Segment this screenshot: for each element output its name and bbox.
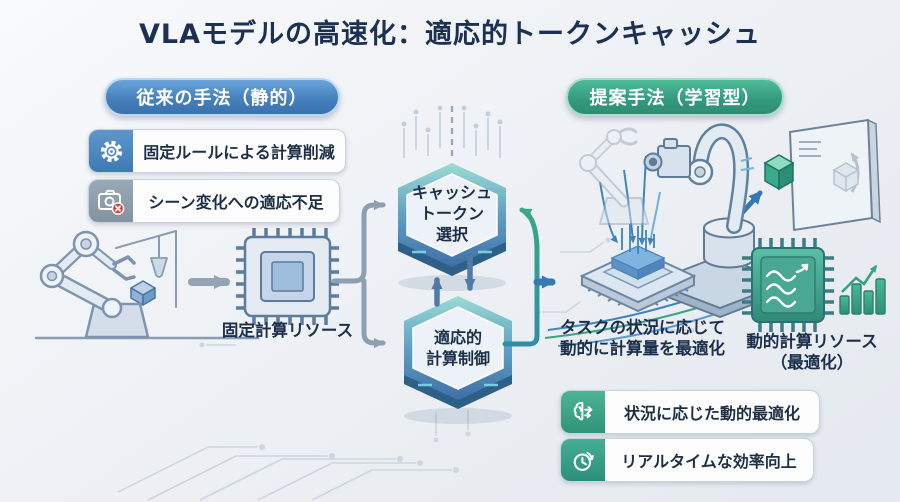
fixed-chip-illustration (236, 228, 339, 325)
hexagon-adaptive-control-label: 適応的 計算制御 (425, 328, 490, 369)
adaptive-chip-caption: タスクの状況に応じて 動的に計算量を最適化 (560, 318, 725, 359)
proposed-feature-dynamic-optimization: 状況に応じた動的最適化 (560, 390, 820, 434)
circuit-traces-top (401, 105, 503, 158)
page-title: VLAモデルの高速化：適応的トークンキャッシュ (139, 19, 761, 50)
proposed-feature-dynamic-optimization-label: 状況に応じた動的最適化 (623, 404, 800, 423)
adaptive-chip-illustration (579, 224, 697, 313)
proposed-feature-realtime-efficiency: リアルタイムな効率向上 (560, 438, 814, 482)
arrow-cube-to-screen (739, 190, 763, 216)
brain-arrows-icon (561, 391, 605, 433)
legacy-robot-arm-illustration (34, 230, 260, 340)
arrow-feedback-loop (502, 207, 540, 347)
dynamic-resource-caption: 動的計算リソース （最適化） (746, 332, 878, 373)
hexagon-adaptive-control (404, 296, 512, 424)
legacy-feature-adaptation-lack-label: シーン変化への適応不足 (148, 193, 324, 212)
legacy-feature-adaptation-lack: シーン変化への適応不足 (88, 179, 340, 223)
proposed-method-header: 提案手法（学習型） (566, 78, 784, 116)
proposed-robot-faded (579, 127, 649, 225)
green-cube-icon (763, 154, 795, 191)
legacy-method-header: 従来の手法（静的） (104, 78, 340, 116)
camera-error-icon (89, 180, 133, 222)
clock-arrow-icon (561, 439, 605, 481)
arrow-chip-to-hex-bottom (361, 278, 386, 348)
legacy-method-label: 従来の手法（静的） (136, 88, 308, 109)
circuit-traces (117, 237, 771, 501)
proposed-method-label: 提案手法（学習型） (589, 88, 761, 109)
growth-bar-chart (839, 264, 886, 315)
arrow-chip-to-hex-top (331, 200, 386, 284)
dynamic-chip-illustration (742, 238, 834, 332)
gear-icon (89, 130, 133, 172)
camera-illustration (643, 138, 691, 178)
screen-panel-illustration (740, 118, 881, 232)
hexagon-cache-token-select (398, 163, 506, 291)
legacy-feature-fixed-rules: 固定ルールによる計算削減 (88, 129, 346, 173)
legacy-feature-fixed-rules-label: 固定ルールによる計算削減 (143, 143, 335, 162)
proposed-feature-realtime-efficiency-label: リアルタイムな効率向上 (621, 452, 797, 471)
hexagon-cache-token-label: キャッシュ トークン 選択 (411, 183, 492, 245)
fixed-resource-caption: 固定計算リソース (221, 321, 354, 340)
